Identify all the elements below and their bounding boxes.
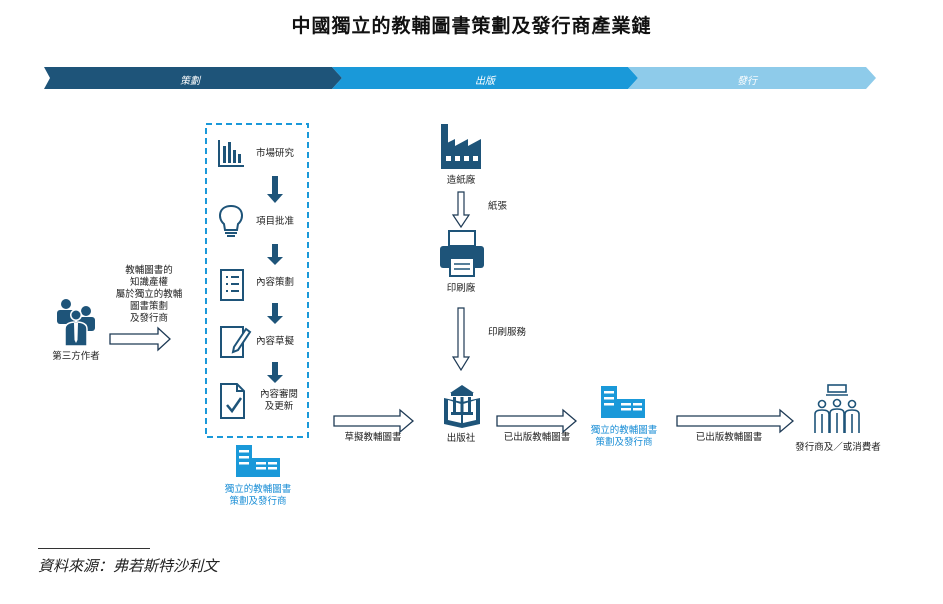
arrow-planner-to-publisher [333, 408, 415, 434]
stage-label-distribution: 發行 [737, 76, 757, 87]
planner-label-middle: 獨立的教輔圖書 策劃及發行商 [590, 425, 658, 448]
step-content-review-label: 內容審閱 及更新 [259, 389, 298, 412]
bar-chart-icon [218, 140, 244, 167]
arrow-publisher-to-planner [496, 408, 578, 434]
printing-factory-label: 印刷廠 [446, 283, 476, 294]
step-project-approval-label: 項目批准 [256, 216, 295, 227]
page-title: 中國獨立的教輔圖書策劃及發行商產業鏈 [291, 15, 652, 37]
planning-down-arrows [267, 176, 283, 383]
printing-service-label: 印刷服務 [488, 327, 527, 338]
draft-book-label: 草擬教輔圖書 [344, 432, 402, 443]
arrow-planner-to-customers [676, 408, 795, 434]
audience-icon [814, 384, 860, 433]
paper-label: 紙張 [488, 201, 508, 212]
publisher-label: 出版社 [446, 433, 476, 444]
stage-band-publishing [332, 67, 638, 89]
pencil-icon [220, 326, 252, 358]
published-book-label-2: 已出版教輔圖書 [695, 432, 763, 443]
printer-icon [440, 230, 484, 277]
publisher-book-icon [444, 385, 480, 428]
planning-process-box [205, 123, 309, 438]
stage-band-planning [44, 67, 342, 89]
lightbulb-icon [218, 204, 244, 237]
step-content-drafting-label: 內容草擬 [256, 336, 295, 347]
building-icon [601, 386, 645, 418]
people-group-icon [57, 299, 95, 347]
checklist-icon [220, 269, 244, 301]
building-icon [236, 445, 280, 477]
stage-label-planning: 策劃 [180, 76, 200, 87]
source-divider [38, 548, 150, 549]
step-content-planning-label: 內容策劃 [256, 277, 295, 288]
stage-label-publishing: 出版 [475, 76, 495, 87]
stage-band-distribution [628, 67, 876, 89]
document-check-icon [220, 383, 245, 419]
arrow-author-to-planner [109, 326, 171, 352]
arrow-mill-to-printer [451, 191, 471, 229]
third-party-author-label: 第三方作者 [52, 351, 100, 362]
end-customer-label: 發行商及／或消費者 [795, 442, 881, 453]
published-book-label-1: 已出版教輔圖書 [503, 432, 571, 443]
planner-label-bottom: 獨立的教輔圖書 策劃及發行商 [224, 484, 292, 507]
paper-mill-label: 造紙廠 [446, 175, 476, 186]
arrow-printer-to-publisher [451, 307, 471, 372]
step-market-research-label: 市場研究 [256, 148, 295, 159]
factory-icon [441, 124, 481, 169]
ip-ownership-note: 教輔圖書的 知識產權 屬於獨立的教輔 圖書策劃 及發行商 [115, 265, 183, 324]
source-note: 資料來源：弗若斯特沙利文 [38, 557, 219, 575]
